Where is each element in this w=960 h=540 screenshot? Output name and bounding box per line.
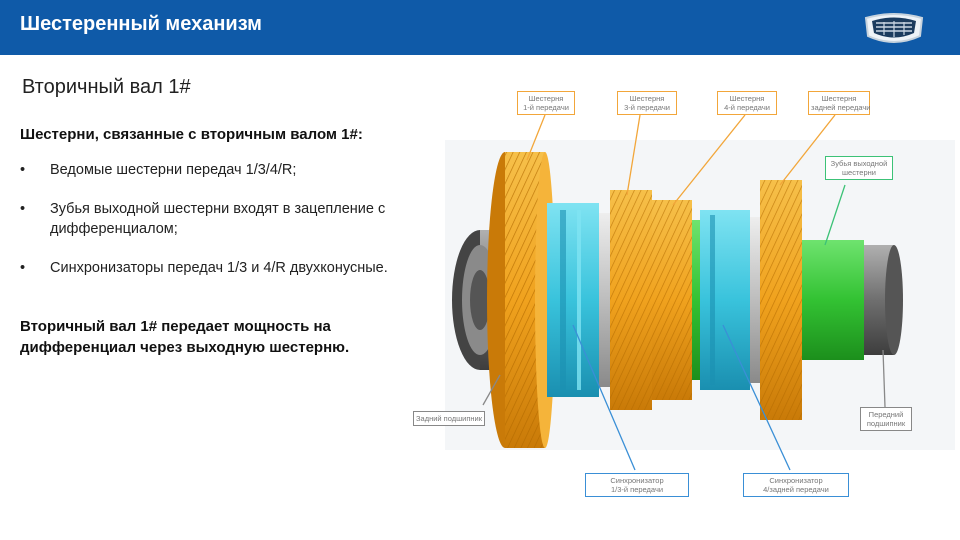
bullet-icon: • — [20, 260, 26, 276]
callout-rear-bearing: Задний подшипник — [413, 411, 485, 426]
header-bar: Шестеренный механизм — [0, 0, 960, 55]
front-bearing — [864, 245, 903, 355]
bullet-list: •Ведомые шестерни передач 1/3/4/R; •Зубь… — [20, 160, 390, 297]
shaft-illustration — [445, 114, 955, 471]
page-title: Шестеренный механизм — [20, 13, 262, 35]
brand-logo-icon — [864, 13, 924, 43]
section-subtitle: Вторичный вал 1# — [22, 76, 191, 98]
conclusion-text: Вторичный вал 1# передает мощность на ди… — [20, 318, 350, 356]
gear-reverse — [760, 180, 802, 420]
gear-4th — [652, 200, 700, 400]
list-item: •Зубья выходной шестерни входят в зацепл… — [20, 201, 386, 237]
bullet-icon: • — [20, 201, 26, 217]
synchronizer-1-3 — [547, 203, 613, 397]
list-item: •Ведомые шестерни передач 1/3/4/R; — [20, 162, 297, 178]
gear-1st — [487, 152, 555, 448]
leader-lines — [482, 114, 886, 471]
bullet-icon: • — [20, 162, 26, 178]
gear-3rd — [610, 190, 652, 410]
list-item: •Синхронизаторы передач 1/3 и 4/R двухко… — [20, 260, 388, 276]
synchronizer-4-r — [700, 210, 762, 390]
list-heading: Шестерни, связанные с вторичным валом 1#… — [20, 126, 363, 143]
output-gear — [802, 240, 864, 360]
